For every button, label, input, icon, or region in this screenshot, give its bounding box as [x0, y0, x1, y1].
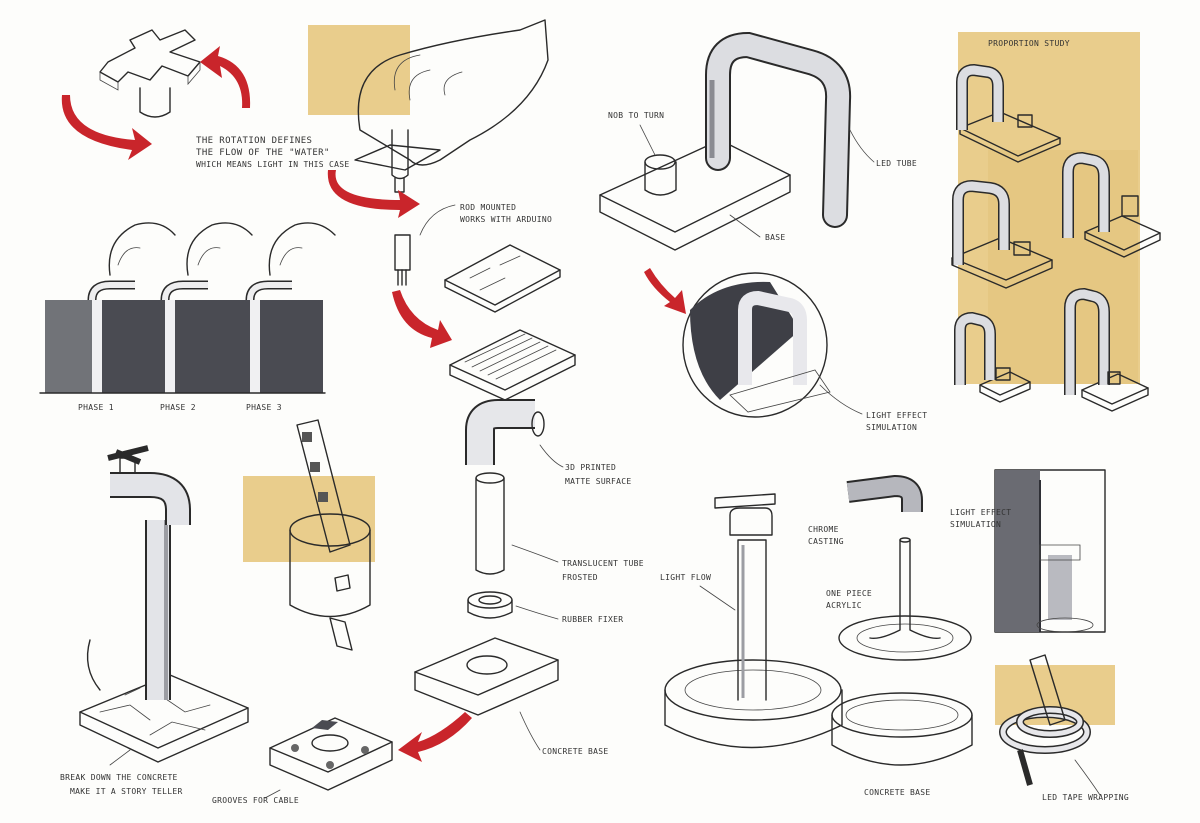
- break-down-leader-line: [109, 749, 131, 766]
- rotation-note-line-1: THE ROTATION DEFINES: [196, 136, 312, 146]
- tube-label-1: TRANSLUCENT TUBE: [562, 559, 644, 568]
- tube-label-2: FROSTED: [562, 573, 598, 582]
- knob-to-turn-label: NOB TO TURN: [608, 111, 664, 120]
- proportion-variant-5: [1064, 287, 1149, 412]
- concrete-bowl-part: [831, 692, 973, 766]
- break-down-label-2: MAKE IT A STORY TELLER: [70, 787, 183, 796]
- proportion-variant-4: [954, 311, 1031, 403]
- concrete-base-label-2: CONCRETE BASE: [864, 788, 931, 797]
- faucet-on-concrete-sketch: [79, 445, 249, 763]
- arrow-to-grooved-base: [398, 712, 472, 762]
- light-sim-leader-line: [819, 384, 863, 415]
- light-effect-sim-label-2: SIMULATION: [866, 423, 917, 432]
- one-piece-acrylic-part: [838, 537, 972, 661]
- grooved-base-part: [269, 717, 393, 791]
- light-flow-leader-line: [699, 585, 736, 611]
- printed-label-2: MATTE SURFACE: [565, 477, 632, 486]
- rotation-note-line-2: THE FLOW OF THE "WATER": [196, 148, 330, 158]
- led-tape-label: LED TAPE WRAPPING: [1042, 793, 1129, 802]
- concrete-leader-line: [519, 711, 541, 751]
- phase-1-label: PHASE 1: [78, 403, 114, 412]
- one-piece-label-2: ACRYLIC: [826, 601, 862, 610]
- arrow-to-light-sim: [644, 268, 686, 314]
- rubber-fixer-label: RUBBER FIXER: [562, 615, 623, 624]
- arduino-board-sketch: [444, 244, 561, 313]
- rotation-arrow-left: [61, 95, 152, 160]
- proportion-study-title: PROPORTION STUDY: [988, 39, 1070, 48]
- printed-label-1: 3D PRINTED: [565, 463, 616, 472]
- light-flow-label: LIGHT FLOW: [660, 573, 711, 582]
- one-piece-label-1: ONE PIECE: [826, 589, 872, 598]
- rubber-fixer-part: [467, 591, 513, 619]
- tube-lamp-on-base-sketch: [599, 31, 852, 251]
- chrome-casting-part: [846, 474, 923, 512]
- led-tube-leader-line: [849, 129, 875, 163]
- proportion-variant-2: [951, 179, 1053, 289]
- light-effect-sim2-label-2: SIMULATION: [950, 520, 1001, 529]
- rod-component-sketch: [394, 204, 456, 286]
- rotation-note-line-3: WHICH MEANS LIGHT IN THIS CASE: [196, 160, 350, 169]
- rotation-arrow-right: [200, 46, 251, 108]
- base-label: BASE: [765, 233, 785, 242]
- light-effect-sim2-label-1: LIGHT EFFECT: [950, 508, 1011, 517]
- led-tape-leader-line: [1074, 759, 1101, 796]
- led-strip-pot-sketch: [243, 419, 375, 651]
- base-leader-line: [729, 214, 761, 238]
- light-effect-box-sketch: [994, 469, 1106, 633]
- led-tube-label: LED TUBE: [876, 159, 917, 168]
- arrow-under-hand: [327, 170, 420, 218]
- light-effect-simulation-circle: [682, 272, 831, 418]
- printed-leader-line: [539, 444, 564, 468]
- concrete-base-part: [414, 637, 559, 716]
- knob-leader-line: [639, 124, 656, 156]
- translucent-tube-part: [475, 472, 505, 575]
- rubber-leader-line: [515, 605, 559, 620]
- tube-leader-line: [511, 544, 559, 563]
- phase-2-label: PHASE 2: [160, 403, 196, 412]
- breadboard-sketch: [449, 329, 576, 401]
- chrome-casting-label-2: CASTING: [808, 537, 844, 546]
- light-flow-bowl-sketch: [664, 493, 843, 749]
- rod-mounted-label-2: WORKS WITH ARDUINO: [460, 215, 552, 224]
- light-effect-sim-label-1: LIGHT EFFECT: [866, 411, 927, 420]
- chrome-casting-label-1: CHROME: [808, 525, 839, 534]
- printed-elbow-part: [465, 399, 545, 465]
- proportion-variant-3: [1062, 151, 1161, 258]
- phases-panel-sketch: [39, 222, 336, 394]
- break-down-label-1: BREAK DOWN THE CONCRETE: [60, 773, 178, 782]
- proportion-variant-1: [956, 63, 1061, 163]
- phase-3-label: PHASE 3: [246, 403, 282, 412]
- grooves-label: GROOVES FOR CABLE: [212, 796, 299, 805]
- concrete-base-label: CONCRETE BASE: [542, 747, 609, 756]
- arrow-down-to-breadboard: [392, 290, 452, 348]
- grooves-leader-line: [264, 789, 281, 799]
- cross-handle-sketch: [99, 29, 201, 118]
- hand-turning-handle-sketch: [308, 19, 549, 193]
- led-tape-wrapping-sketch: [995, 654, 1115, 786]
- rod-mounted-label-1: ROD MOUNTED: [460, 203, 516, 212]
